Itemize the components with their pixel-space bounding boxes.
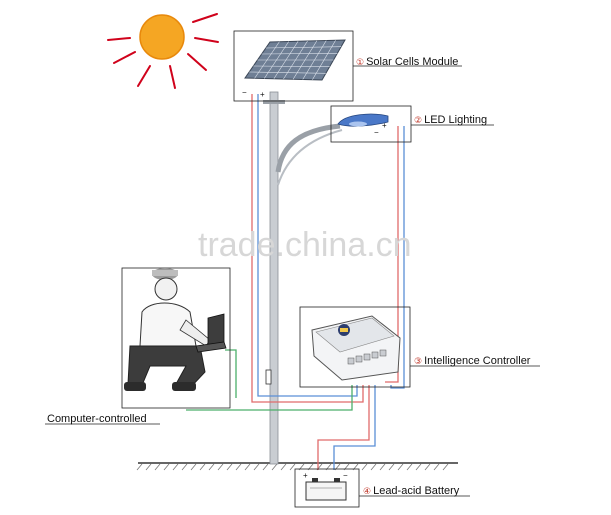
ground-hatch-mark bbox=[271, 463, 278, 471]
ground-hatch-mark bbox=[424, 463, 431, 471]
led-lighting-component: − + bbox=[330, 105, 412, 143]
computer-controlled-component bbox=[121, 267, 231, 409]
ground-hatch-mark bbox=[226, 463, 233, 471]
street-light-pole bbox=[263, 91, 343, 465]
ground-hatch-mark bbox=[442, 463, 449, 471]
ground-hatch-mark bbox=[262, 463, 269, 471]
panel-cell-line bbox=[254, 41, 280, 79]
ground-hatch-mark bbox=[145, 463, 152, 471]
ground-hatch-mark bbox=[172, 463, 179, 471]
ground-hatch-mark bbox=[433, 463, 440, 471]
ground-hatch-mark bbox=[253, 463, 260, 471]
panel-minus-sign: − bbox=[242, 88, 247, 97]
battery-plus-sign: + bbox=[303, 471, 308, 480]
panel-cell-line bbox=[292, 40, 318, 80]
ground-hatch-mark bbox=[379, 463, 386, 471]
ground-hatch-mark bbox=[208, 463, 215, 471]
laptop-icon bbox=[195, 313, 227, 353]
technician-figure bbox=[124, 268, 211, 391]
panel-cell-line bbox=[263, 41, 290, 79]
led-plus-sign: + bbox=[382, 121, 387, 130]
panel-cell-line bbox=[302, 40, 327, 80]
panel-cell-line bbox=[273, 41, 299, 79]
ground-hatch-mark bbox=[199, 463, 206, 471]
intelligence-controller-component bbox=[299, 306, 411, 388]
panel-cell-line bbox=[312, 40, 336, 80]
ground-hatch-mark bbox=[244, 463, 251, 471]
ground-hatch-mark bbox=[406, 463, 413, 471]
ground-hatch-mark bbox=[190, 463, 197, 471]
ground-hatch-mark bbox=[163, 463, 170, 471]
ground-hatch-mark bbox=[280, 463, 287, 471]
ground-hatch-mark bbox=[361, 463, 368, 471]
sun-icon bbox=[107, 13, 219, 89]
solar-panel-component: − + bbox=[233, 30, 354, 102]
ground-hatch-mark bbox=[289, 463, 296, 471]
wiring bbox=[186, 94, 405, 470]
ground-hatch-mark bbox=[388, 463, 395, 471]
computer-controlled-label: Computer-controlled bbox=[47, 413, 147, 425]
panel-plus-sign: + bbox=[260, 90, 265, 99]
ground-hatch-mark bbox=[136, 463, 143, 471]
ground-hatch-mark bbox=[181, 463, 188, 471]
led-minus-sign: − bbox=[374, 128, 379, 137]
ground-hatch-mark bbox=[154, 463, 161, 471]
lead-acid-battery-component: + − bbox=[294, 468, 360, 508]
panel-cell-line bbox=[283, 40, 308, 80]
ground-hatch-mark bbox=[235, 463, 242, 471]
watermark-text: trade.china.cn bbox=[198, 226, 412, 264]
ground-hatch-mark bbox=[217, 463, 224, 471]
ground-hatch-mark bbox=[370, 463, 377, 471]
ground-hatch-mark bbox=[397, 463, 404, 471]
ground-hatch-mark bbox=[415, 463, 422, 471]
battery-minus-sign: − bbox=[343, 471, 348, 480]
